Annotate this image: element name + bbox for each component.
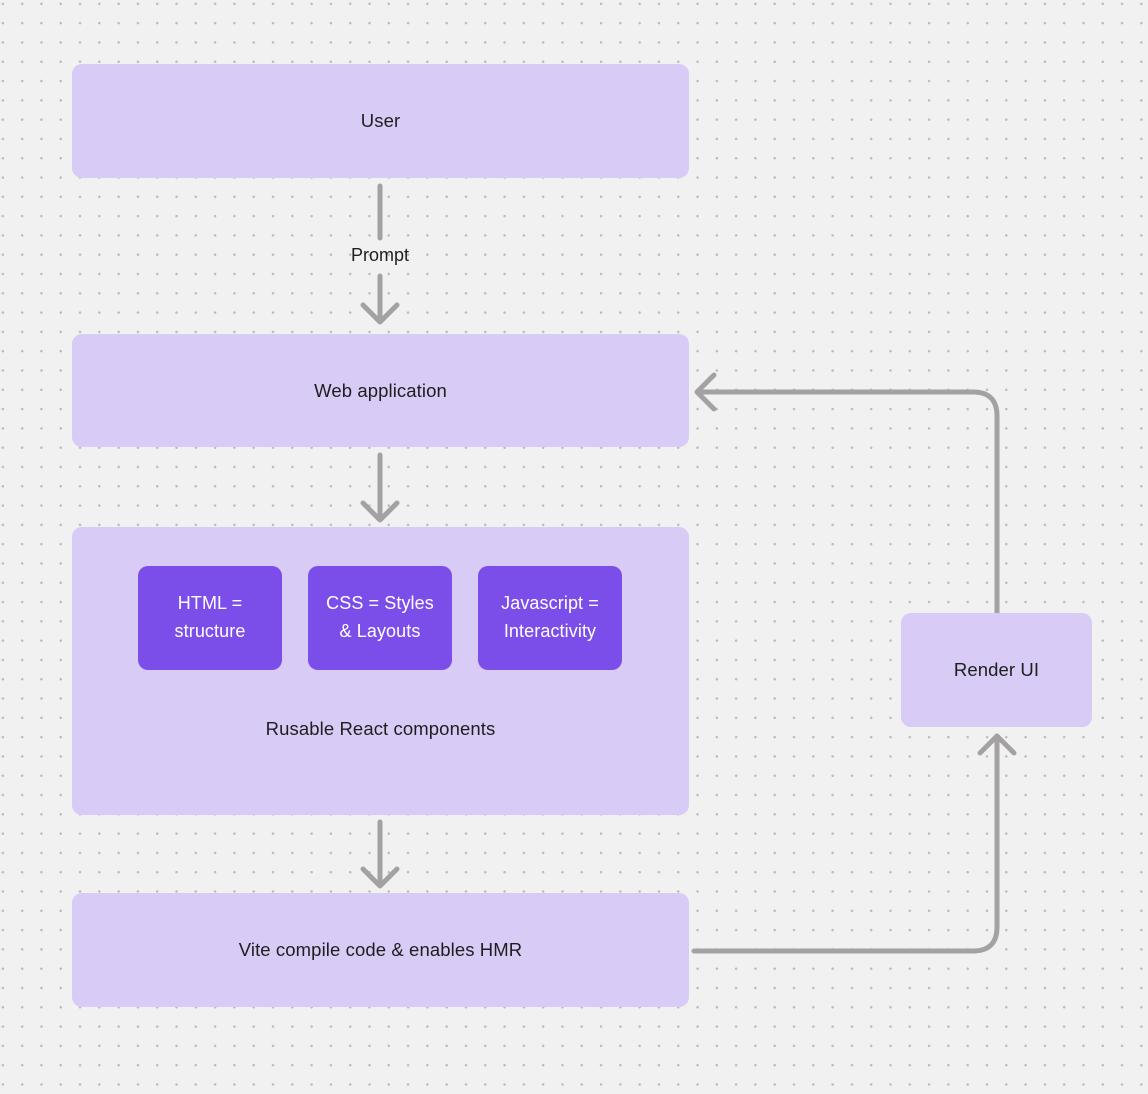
node-components-group[interactable]: HTML = structure CSS = Styles & Layouts … xyxy=(72,527,689,815)
node-render-ui[interactable]: Render UI xyxy=(901,613,1092,727)
arrowhead-left-icon xyxy=(694,372,717,412)
chip-css-label: CSS = Styles & Layouts xyxy=(326,593,434,641)
node-web-application-label: Web application xyxy=(314,379,447,401)
arrowhead-down-icon xyxy=(360,866,400,889)
node-web-application[interactable]: Web application xyxy=(72,334,689,447)
edge-webapp-components-arrow xyxy=(360,452,400,523)
edge-prompt-webapp-arrow xyxy=(360,273,400,325)
chip-css[interactable]: CSS = Styles & Layouts xyxy=(308,566,452,670)
node-vite[interactable]: Vite compile code & enables HMR xyxy=(72,893,689,1007)
arrowhead-up-icon xyxy=(977,733,1017,756)
edge-renderui-webapp-arrow xyxy=(694,372,1000,616)
chip-html[interactable]: HTML = structure xyxy=(138,566,282,670)
chip-javascript-label: Javascript = Interactivity xyxy=(501,593,599,641)
edge-vite-renderui-arrow xyxy=(691,733,1017,954)
node-vite-label: Vite compile code & enables HMR xyxy=(238,939,523,960)
arrowhead-down-icon xyxy=(360,500,400,523)
chip-javascript[interactable]: Javascript = Interactivity xyxy=(478,566,622,670)
components-caption: Rusable React components xyxy=(265,718,496,739)
node-user[interactable]: User xyxy=(72,64,689,178)
edge-label-prompt: Prompt xyxy=(350,245,410,265)
node-render-ui-label: Render UI xyxy=(953,659,1040,680)
edge-components-vite-arrow xyxy=(360,819,400,889)
chip-html-label: HTML = structure xyxy=(174,593,246,641)
arrowhead-down-icon xyxy=(360,302,400,325)
node-user-label: User xyxy=(360,110,401,131)
